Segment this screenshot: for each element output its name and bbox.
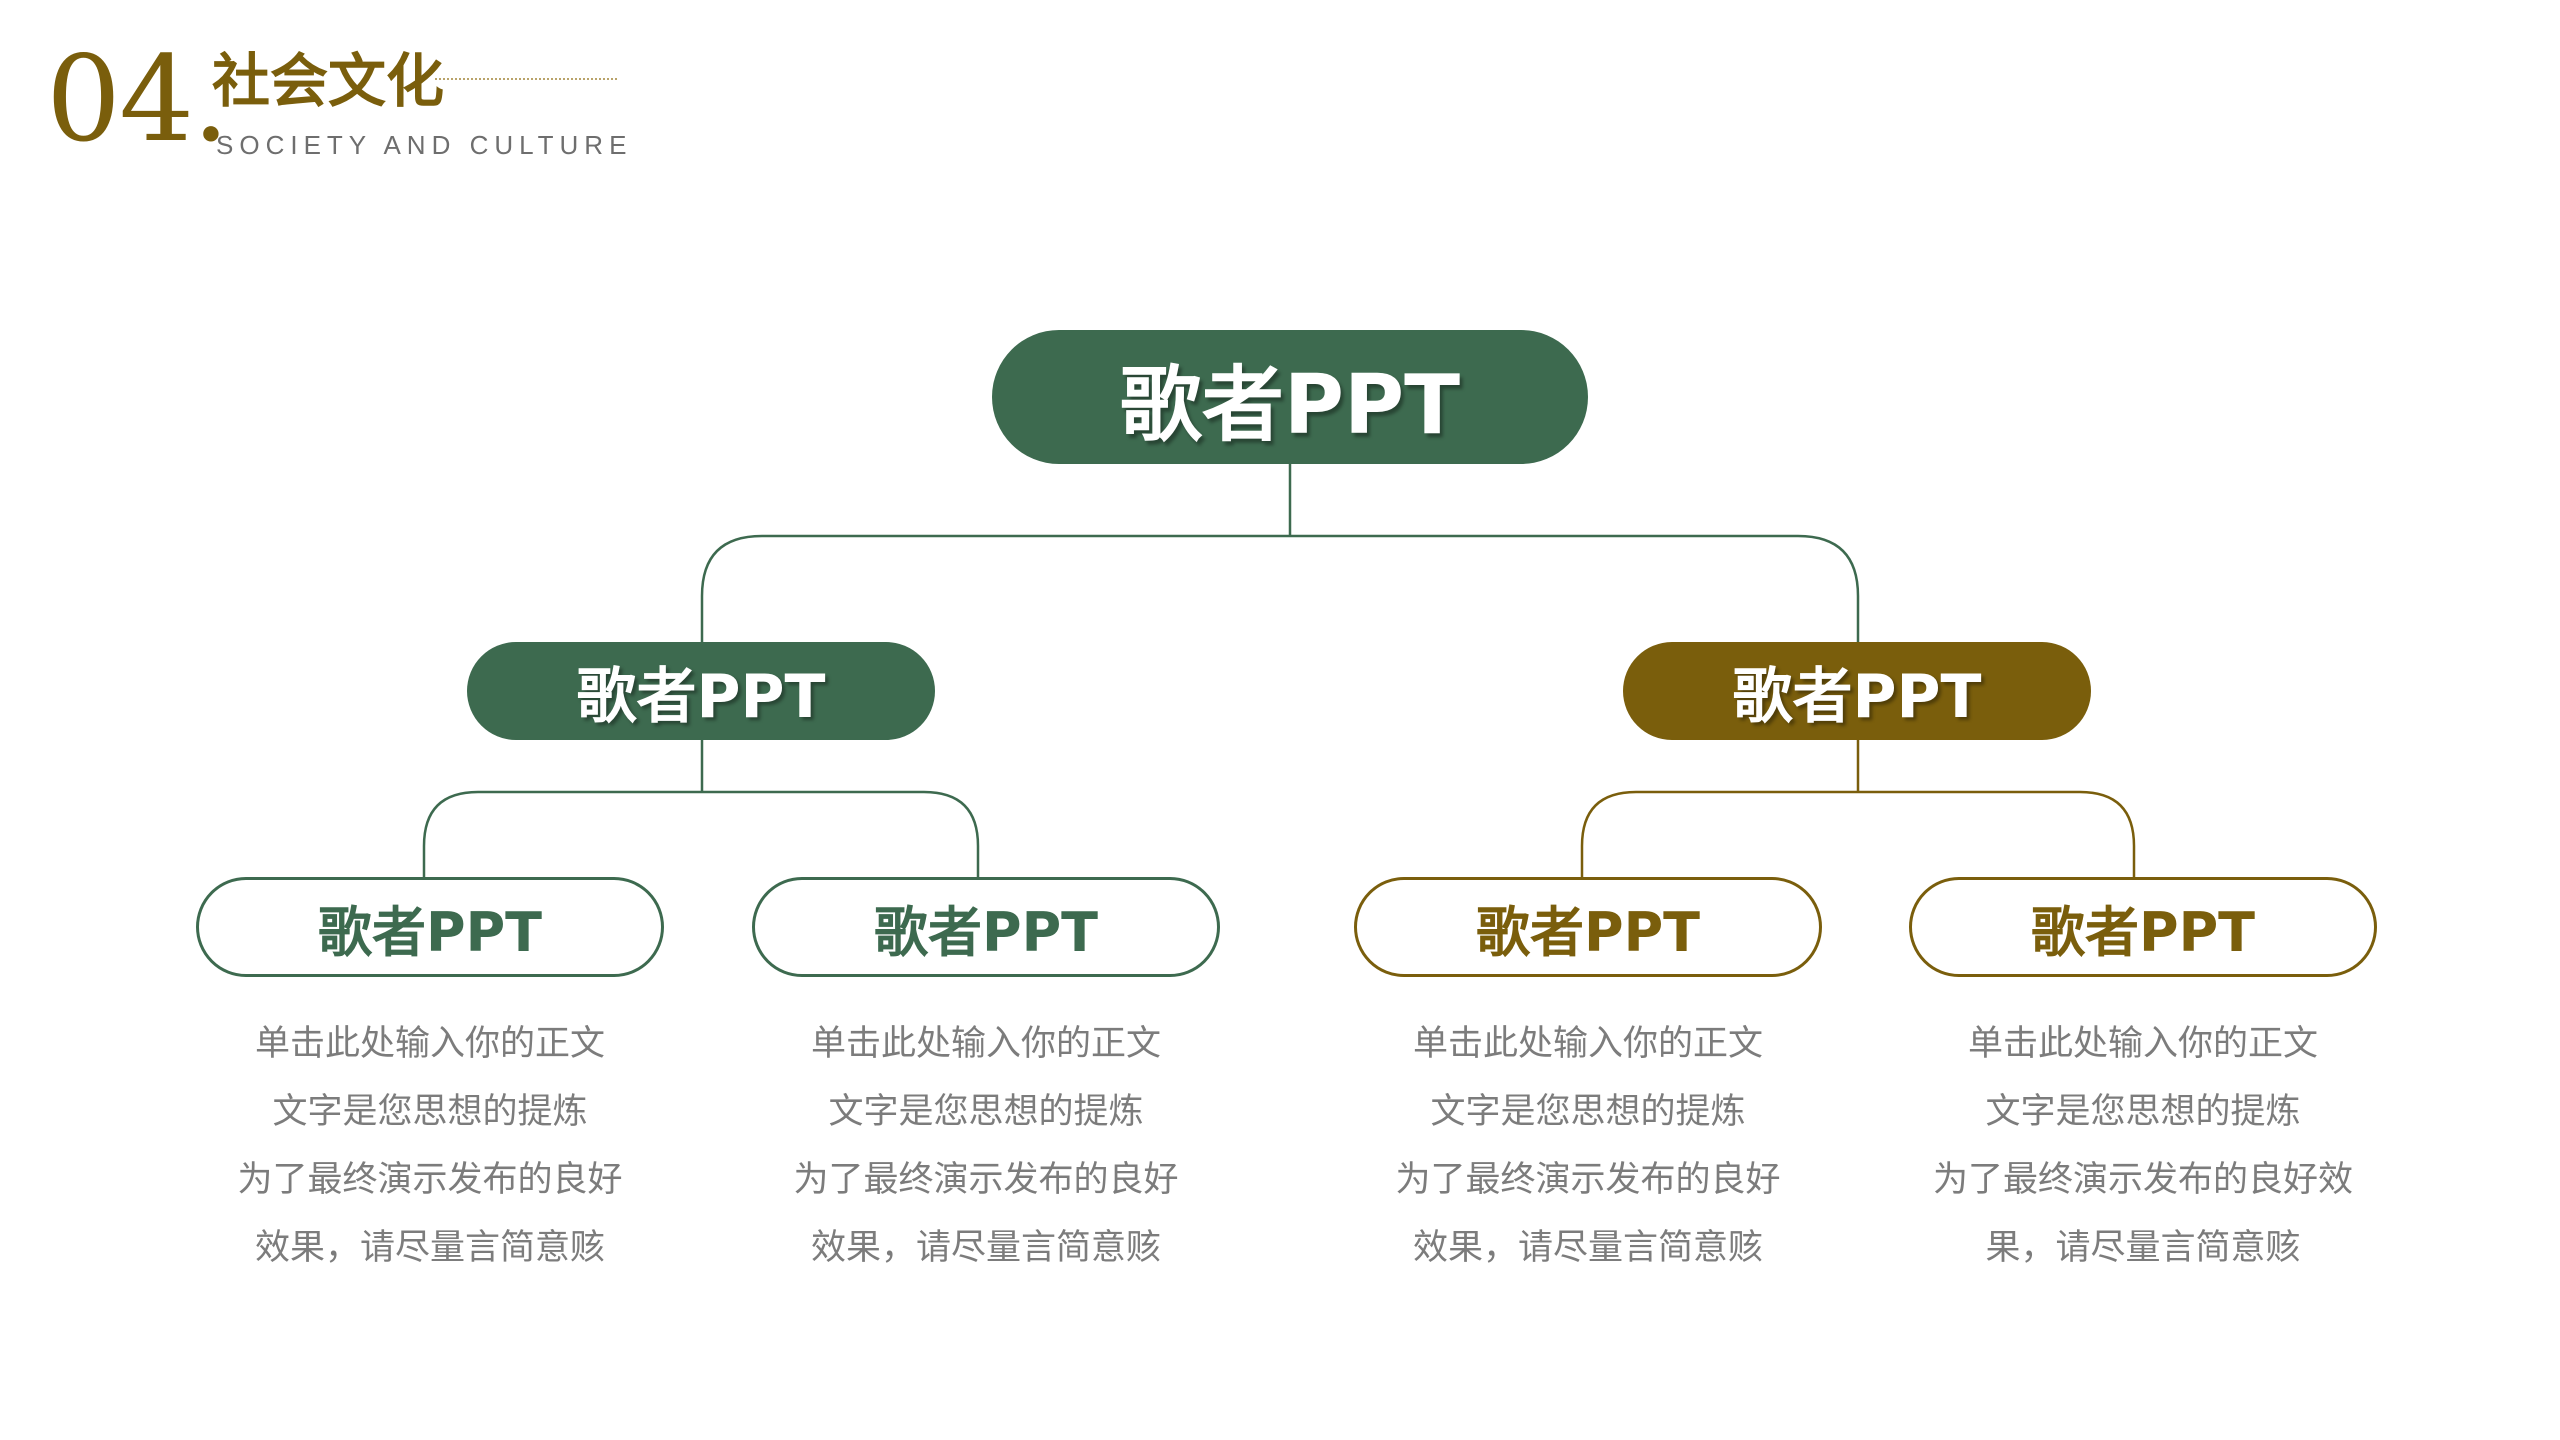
description-line: 单击此处输入你的正文 [1967, 1024, 2318, 1064]
description-line: 文字是您思想的提炼 [828, 1092, 1144, 1132]
connector-gold-branch [1580, 740, 2136, 877]
description-line: 文字是您思想的提炼 [1430, 1092, 1746, 1132]
connector-green-branch [422, 740, 980, 877]
description-line: 果，请尽量言简意赅 [1985, 1228, 2301, 1268]
leaf-description: 单击此处输入你的正文 文字是您思想的提炼 为了最终演示发布的良好效 果，请尽量言… [1909, 1010, 2377, 1282]
description-line: 为了最终演示发布的良好效 [1932, 1160, 2353, 1200]
description-line: 效果，请尽量言简意赅 [254, 1228, 605, 1268]
branch-node-gold: 歌者PPT [1623, 642, 2091, 740]
description-line: 文字是您思想的提炼 [272, 1092, 588, 1132]
description-line: 单击此处输入你的正文 [1412, 1024, 1763, 1064]
description-line: 文字是您思想的提炼 [1985, 1092, 2301, 1132]
description-line: 单击此处输入你的正文 [810, 1024, 1161, 1064]
leaf-node: 歌者PPT [1354, 877, 1822, 977]
leaf-node: 歌者PPT [752, 877, 1220, 977]
section-number: 04. [46, 30, 230, 168]
connector-root-to-branches [700, 464, 1860, 642]
description-line: 为了最终演示发布的良好 [237, 1160, 623, 1200]
leaf-description: 单击此处输入你的正文 文字是您思想的提炼 为了最终演示发布的良好 效果，请尽量言… [196, 1010, 664, 1282]
section-title: 社会文化 [212, 47, 445, 115]
description-line: 为了最终演示发布的良好 [1395, 1160, 1781, 1200]
leaf-description: 单击此处输入你的正文 文字是您思想的提炼 为了最终演示发布的良好 效果，请尽量言… [752, 1010, 1220, 1282]
description-line: 单击此处输入你的正文 [254, 1024, 605, 1064]
description-line: 为了最终演示发布的良好 [793, 1160, 1179, 1200]
section-subtitle: SOCIETY AND CULTURE [216, 130, 633, 160]
description-line: 效果，请尽量言简意赅 [1412, 1228, 1763, 1268]
leaf-node: 歌者PPT [1909, 877, 2377, 977]
title-dotted-divider [435, 78, 617, 80]
branch-node-green: 歌者PPT [467, 642, 935, 740]
leaf-description: 单击此处输入你的正文 文字是您思想的提炼 为了最终演示发布的良好 效果，请尽量言… [1354, 1010, 1822, 1282]
description-line: 效果，请尽量言简意赅 [810, 1228, 1161, 1268]
leaf-node: 歌者PPT [196, 877, 664, 977]
root-node: 歌者PPT [992, 330, 1588, 464]
